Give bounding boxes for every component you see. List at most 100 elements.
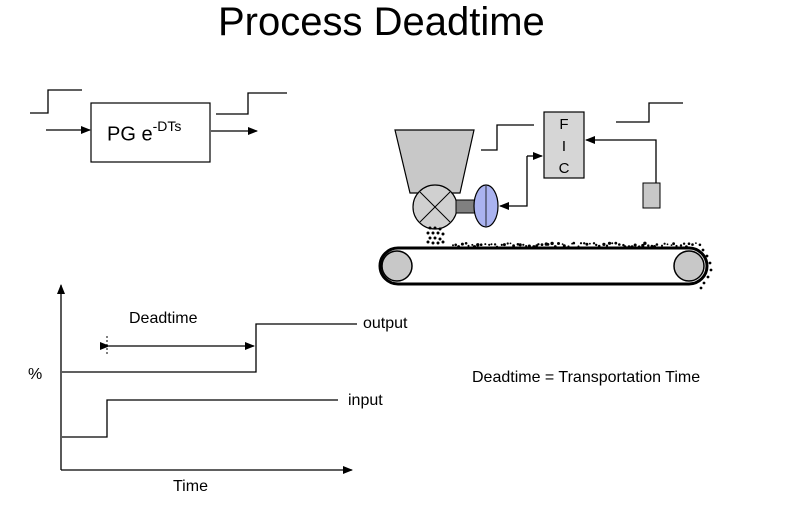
material-particle — [522, 243, 525, 246]
material-particle — [595, 243, 598, 247]
material-particle — [493, 243, 497, 246]
material-particle — [567, 245, 570, 248]
material-particle — [527, 244, 531, 248]
falling-material — [426, 226, 445, 245]
deadtime-label: Deadtime — [129, 310, 198, 327]
material-particle — [685, 245, 688, 249]
material-particle — [650, 244, 654, 248]
conveyor-belt — [378, 246, 709, 286]
controller-letter-i: I — [561, 138, 567, 155]
material-particle — [679, 244, 683, 247]
material-particle — [623, 245, 627, 249]
material-particle — [518, 243, 522, 247]
material-particle — [597, 244, 601, 248]
material-particle — [602, 242, 606, 246]
material-particle — [471, 243, 474, 246]
material-particle — [512, 244, 515, 248]
deadtime-equation: Deadtime = Transportation Time — [472, 369, 701, 386]
material-particle — [661, 244, 663, 247]
conveyor-roller-right — [673, 250, 705, 282]
material-particle — [509, 242, 512, 245]
material-particle — [592, 242, 596, 245]
controller-letter-c: C — [558, 160, 570, 177]
material-particle — [702, 281, 706, 285]
transfer-function-box — [90, 102, 211, 163]
material-particle — [701, 248, 705, 252]
material-particle — [611, 242, 614, 245]
material-particle — [698, 243, 702, 247]
step-response-graph — [57, 284, 357, 474]
setpoint-step-symbol — [481, 124, 534, 151]
material-particle — [550, 241, 554, 246]
transfer-function-base: PG e — [107, 123, 153, 146]
material-particle — [460, 242, 464, 246]
material-particle — [490, 243, 493, 246]
material-particle — [627, 245, 631, 249]
weight-sensor — [642, 182, 661, 209]
material-particle — [546, 243, 550, 246]
material-particle — [666, 243, 669, 246]
material-particle — [589, 242, 591, 245]
material-particle — [488, 243, 491, 246]
material-particle — [618, 243, 621, 246]
material-particle — [670, 244, 673, 247]
material-particle — [633, 243, 637, 247]
controller-output-line — [499, 156, 528, 210]
material-particle — [607, 241, 612, 245]
material-particle — [532, 245, 536, 249]
material-particle — [655, 243, 659, 246]
material-particle — [706, 275, 710, 279]
controller-letter-f: F — [559, 116, 569, 133]
material-particle — [495, 245, 499, 248]
transfer-function-block — [30, 89, 287, 163]
material-particle — [525, 245, 528, 247]
material-particle — [583, 242, 586, 245]
material-particle — [479, 243, 483, 246]
material-particle — [630, 245, 634, 249]
output-step-symbol — [216, 92, 287, 115]
material-particle — [643, 241, 647, 245]
material-particle — [502, 243, 506, 247]
material-particle — [516, 243, 520, 246]
material-particle — [647, 244, 650, 247]
y-axis-label: % — [28, 366, 43, 383]
material-particle — [452, 244, 454, 247]
material-particle — [637, 245, 641, 248]
material-particle — [699, 286, 703, 290]
material-particle — [585, 242, 589, 246]
material-particle — [605, 244, 609, 247]
material-particle — [709, 268, 713, 272]
material-particle — [663, 242, 666, 245]
material-particle — [464, 242, 468, 245]
material-particle — [705, 254, 709, 258]
material-particle — [562, 244, 566, 248]
material-particle — [457, 245, 460, 248]
hopper — [394, 129, 475, 194]
output-label: output — [363, 315, 408, 332]
title-text: Process Deadtime — [218, 0, 545, 44]
material-on-belt — [452, 241, 713, 290]
material-particle — [572, 241, 576, 245]
input-step-symbol — [30, 89, 82, 114]
material-particle — [561, 243, 564, 246]
material-particle — [537, 243, 540, 246]
material-particle — [557, 242, 560, 245]
material-particle — [472, 245, 477, 249]
conveyor-process — [378, 102, 713, 290]
material-particle — [695, 242, 697, 245]
material-particle — [540, 243, 544, 247]
material-particle — [467, 244, 470, 247]
material-particle — [476, 243, 480, 247]
transfer-function-exponent: -DTs — [152, 118, 182, 134]
transfer-function-label: PG e-DTs — [107, 118, 182, 147]
material-particle — [500, 243, 503, 246]
measurement-line — [585, 136, 657, 183]
input-step-curve — [62, 399, 338, 438]
material-particle — [682, 242, 686, 245]
material-particle — [484, 243, 487, 246]
material-particle — [577, 245, 580, 248]
flow-controller-box — [543, 111, 585, 179]
material-particle — [708, 261, 712, 265]
material-particle — [653, 245, 656, 248]
